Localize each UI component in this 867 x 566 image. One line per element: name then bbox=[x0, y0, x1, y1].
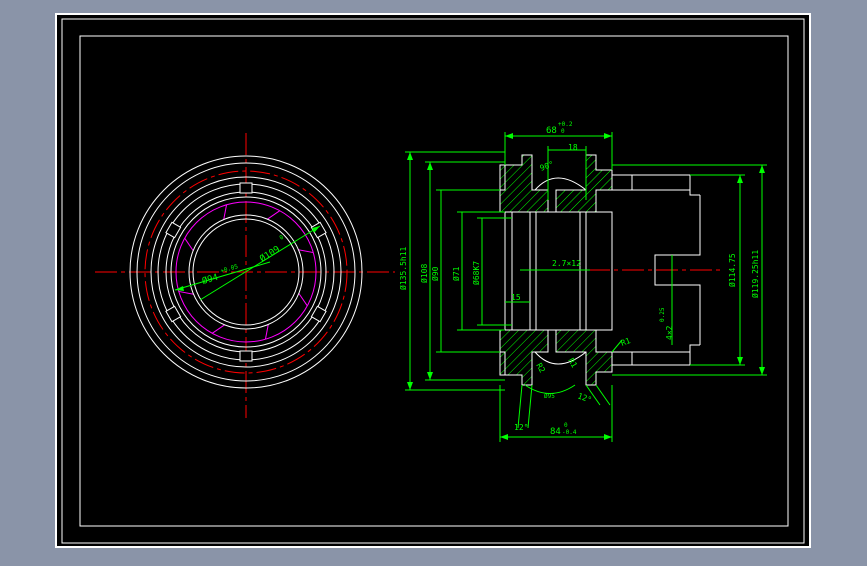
ring-slot bbox=[239, 182, 253, 194]
hidden-spoke bbox=[298, 249, 314, 254]
dim-d95: Ø95 bbox=[544, 393, 555, 400]
groove-arc-bottom bbox=[534, 351, 587, 365]
dim-bottom-width: 84 bbox=[550, 427, 561, 437]
dim-len-15: 15 bbox=[511, 293, 521, 302]
hidden-spoke bbox=[298, 293, 308, 307]
dim-d90: Ø90 bbox=[430, 266, 440, 281]
outer-circle-2 bbox=[136, 162, 356, 382]
pitch-circle bbox=[144, 170, 348, 374]
groove-arc-top bbox=[534, 177, 587, 191]
ring-slot bbox=[239, 350, 253, 362]
outer-circle-3 bbox=[150, 176, 342, 368]
ring-slot bbox=[310, 305, 327, 323]
hub-outline-bottom bbox=[612, 344, 700, 366]
dim-angle-12b: 12° bbox=[514, 423, 528, 432]
dim-top-width-tol-upper: +0.2 bbox=[558, 121, 573, 128]
dim-leader-small bbox=[174, 261, 271, 291]
ring-slot bbox=[165, 305, 182, 323]
dim-bottom-width-tol-lower: -0.4 bbox=[562, 429, 577, 436]
hidden-spoke bbox=[211, 324, 225, 334]
dim-d71: Ø71 bbox=[451, 266, 461, 281]
dim-arrow-large bbox=[312, 226, 320, 233]
dim-slot-4x2: 4×2 bbox=[665, 325, 674, 340]
hidden-spoke bbox=[264, 324, 269, 340]
inner-ring-circle bbox=[170, 196, 322, 348]
dimension-lines bbox=[405, 132, 767, 442]
dim-top-width-tol-lower: 0 bbox=[561, 128, 565, 135]
outer-circle bbox=[129, 155, 363, 389]
dim-slot-4x2-tol: 0.25 bbox=[659, 307, 666, 322]
inner-frame bbox=[79, 35, 789, 527]
dim-d68: Ø68K7 bbox=[471, 261, 481, 285]
dim-d135: Ø135.5h11 bbox=[398, 246, 408, 290]
hidden-spoke bbox=[223, 204, 228, 220]
body-outline-bottom bbox=[499, 330, 523, 385]
bore-circle-outer bbox=[188, 214, 304, 330]
hub-outline-top bbox=[612, 174, 700, 196]
dim-leader-large bbox=[199, 225, 321, 301]
ring-slot bbox=[165, 221, 182, 239]
hidden-spoke bbox=[184, 237, 194, 251]
bore-body bbox=[504, 211, 613, 331]
keyway bbox=[654, 195, 701, 345]
dim-roughness-mid: 2.7×12 bbox=[552, 259, 581, 268]
model-space-canvas bbox=[55, 13, 811, 548]
dim-tol-94: +0.05 bbox=[220, 263, 240, 275]
dimension-arrows bbox=[407, 133, 765, 440]
dim-text-94: Ø94 bbox=[201, 272, 220, 287]
dim-r1-right: R1 bbox=[620, 336, 632, 348]
slot-ring bbox=[157, 182, 335, 362]
dim-d119: Ø119.25h11 bbox=[750, 250, 760, 298]
hidden-spoke bbox=[178, 290, 194, 295]
hidden-spoke bbox=[267, 210, 281, 220]
body-outline-top bbox=[499, 155, 523, 212]
dim-r1-mid: R1 bbox=[566, 357, 579, 370]
dim-slot: 18 bbox=[568, 143, 578, 152]
dim-d114: Ø114.75 bbox=[727, 253, 737, 287]
dim-d108: Ø108 bbox=[419, 264, 429, 283]
hidden-spokes bbox=[178, 204, 314, 340]
hatch-lower-right bbox=[555, 329, 613, 386]
hidden-ring-circle bbox=[175, 201, 317, 343]
outer-frame bbox=[61, 18, 805, 544]
dim-arrow-small bbox=[175, 286, 184, 291]
dim-bottom-width-tol-upper: 0 bbox=[564, 422, 568, 429]
bore-circle-inner bbox=[192, 218, 300, 326]
dim-tol-109: 0 bbox=[278, 234, 285, 242]
dim-r2-left: R2 bbox=[534, 362, 547, 375]
hatch-upper-right bbox=[555, 154, 613, 213]
left-view-circular: Ø109 Ø94 +0.05 0 bbox=[95, 133, 395, 418]
dim-top-width: 68 bbox=[546, 126, 557, 136]
